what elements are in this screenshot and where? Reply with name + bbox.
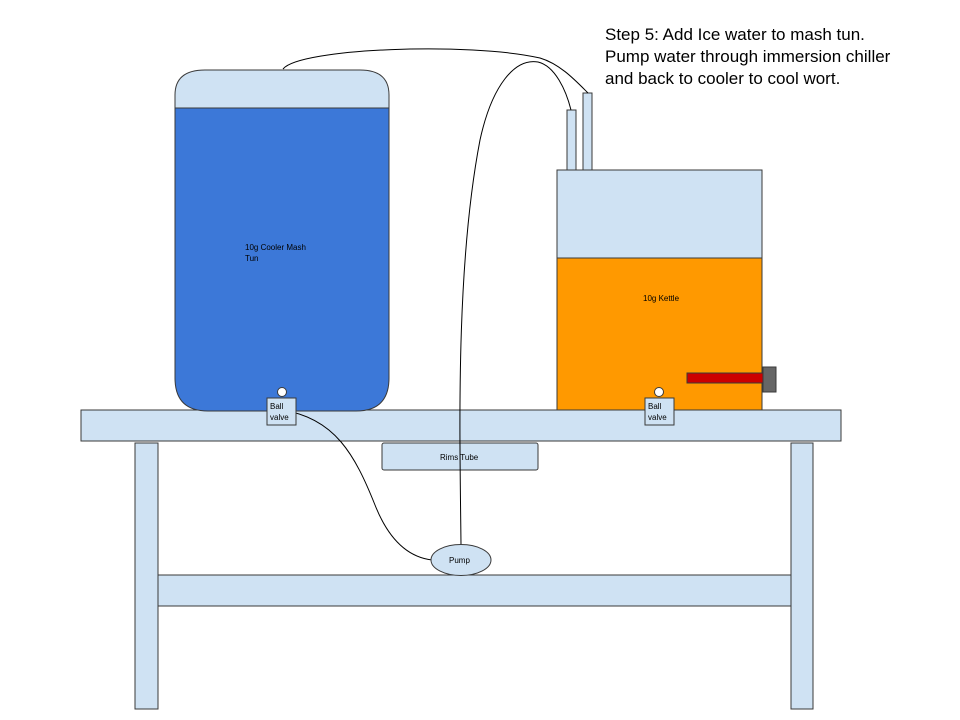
step-line-3: and back to cooler to cool wort.	[605, 69, 840, 88]
kettle-ball-valve-label-1: Ball	[648, 402, 662, 411]
kettle-ball-valve-label-2: valve	[648, 413, 667, 422]
mash-tun-valve-knob	[277, 387, 287, 397]
pump-label: Pump	[449, 556, 470, 565]
table-leg-right	[790, 442, 814, 710]
table-leg-left	[134, 442, 159, 710]
rims-tube-label: Rims Tube	[440, 453, 479, 462]
kettle-valve-knob	[654, 387, 664, 397]
kettle-ball-valve	[644, 397, 675, 426]
table-crossbar	[157, 574, 792, 607]
mash-tun-ball-valve-label-2: valve	[270, 413, 289, 422]
hose-chiller-to-cooler	[282, 48, 589, 94]
mash-tun-ball-valve	[266, 397, 297, 426]
hose-pump-to-chiller	[459, 61, 572, 546]
mash-tun-body	[174, 107, 390, 412]
mash-tun-lid	[174, 69, 390, 109]
step-line-1: Step 5: Add Ice water to mash tun.	[605, 25, 865, 44]
mash-tun-ball-valve-label-1: Ball	[270, 402, 284, 411]
kettle-label: 10g Kettle	[643, 294, 680, 303]
kettle-headspace	[556, 169, 763, 259]
step-line-2: Pump water through immersion chiller	[605, 47, 891, 66]
heating-element-housing	[762, 366, 777, 393]
chiller-tube-left	[566, 109, 577, 171]
mash-tun-label-line-1: 10g Cooler Mash	[245, 243, 306, 252]
heating-element-rod	[686, 372, 764, 384]
pump	[430, 544, 492, 576]
kettle-wort	[556, 257, 763, 411]
hose-valve-to-pump	[281, 409, 433, 561]
mash-tun-label-line-2: Tun	[245, 254, 259, 263]
chiller-tube-right	[582, 92, 593, 171]
table-top	[80, 409, 842, 442]
